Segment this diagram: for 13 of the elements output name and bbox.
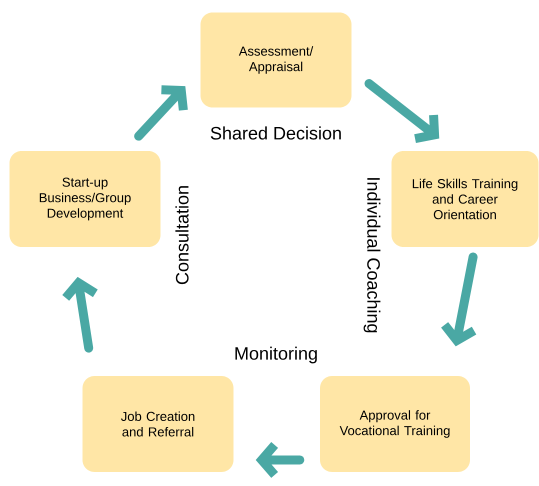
stage-label: Monitoring [235, 346, 317, 364]
process-box: Start-up Business/Group Development [10, 150, 160, 247]
arrow [134, 85, 188, 141]
process-box: Job Creation and Referral [82, 376, 234, 472]
stage-label: Shared Decision [210, 126, 341, 140]
stage-label: Consultation [175, 186, 189, 284]
arrow [441, 252, 478, 346]
stage-label: Individual Coaching [364, 178, 380, 332]
process-box: Life Skills Training and Career Orientation [392, 150, 538, 247]
arrow [364, 79, 440, 144]
process-box: Assessment/ Appraisal [200, 12, 352, 108]
process-box: Approval for Vocational Training [320, 376, 470, 472]
arrow [62, 276, 98, 353]
